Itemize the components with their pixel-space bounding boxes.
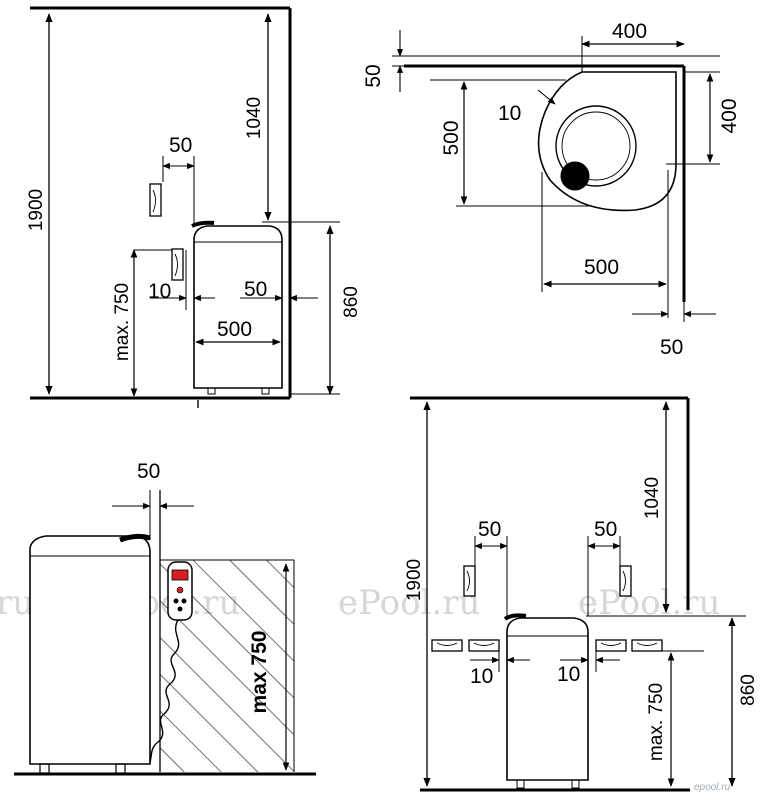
label-side-gap: 50 <box>169 134 192 157</box>
label-front-gap-left: 50 <box>478 518 501 541</box>
label-height-total: 1900 <box>26 189 47 231</box>
label-front-height-above-machine: 1040 <box>642 477 663 519</box>
label-machine-height: 860 <box>341 286 362 318</box>
watermark-fragment: ru <box>0 583 34 623</box>
panel-top-view-labels: 50 400 10 500 400 500 50 <box>362 20 741 359</box>
panel-top-view <box>392 30 720 322</box>
label-right-gap: 50 <box>660 336 683 359</box>
label-gap-right: 50 <box>244 278 267 301</box>
label-front-height-total: 1900 <box>404 559 425 601</box>
watermark-3: ePool.ru <box>578 583 720 623</box>
brand-logo: epool.ru <box>694 782 731 793</box>
panel-hatched-view-labels: 50 max 750 <box>137 460 271 713</box>
panel-side-view <box>30 6 340 408</box>
label-machine-width: 500 <box>217 318 252 341</box>
label-front-machine-height: 860 <box>738 674 759 706</box>
label-front-outlet-height: max. 750 <box>646 683 667 761</box>
label-gap-small: 10 <box>148 280 171 303</box>
label-front-gap-small-right: 10 <box>557 663 580 686</box>
label-depth-left: 500 <box>440 120 463 155</box>
watermark-2: ePool.ru <box>338 583 480 623</box>
label-hatch-gap: 50 <box>137 460 160 483</box>
panel-front-view <box>410 396 746 792</box>
panel-front-view-labels: 1900 1040 50 50 10 10 max. 750 860 <box>404 477 759 761</box>
label-hatch-outlet-height: max 750 <box>248 631 271 714</box>
label-width-bottom: 500 <box>584 256 619 279</box>
panel-side-view-labels: 1900 1040 50 max. 750 10 50 500 860 <box>26 97 362 361</box>
label-clearance: 10 <box>498 102 521 125</box>
label-height-above-machine: 1040 <box>244 97 265 139</box>
panel-hatched-view <box>14 490 316 776</box>
label-depth-right: 400 <box>718 98 741 133</box>
label-top-gap: 50 <box>362 64 385 87</box>
label-outlet-height: max. 750 <box>112 283 133 361</box>
label-front-gap-right: 50 <box>594 518 617 541</box>
label-front-gap-small-left: 10 <box>470 665 493 688</box>
label-width-top: 400 <box>612 20 647 43</box>
